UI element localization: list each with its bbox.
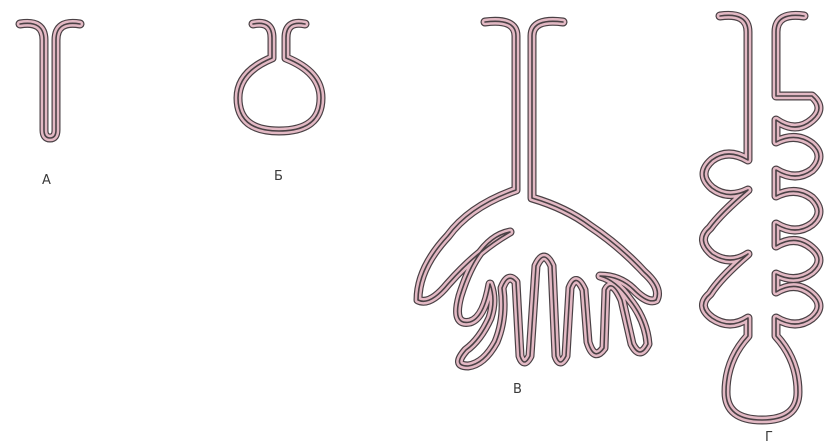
label-a: А — [42, 174, 51, 187]
label-g: Г — [765, 431, 773, 444]
gland-b — [238, 23, 321, 131]
gland-a-wall — [20, 23, 80, 138]
gland-v — [418, 21, 658, 366]
gland-g — [703, 15, 819, 420]
gland-a — [20, 23, 80, 138]
label-v: В — [513, 383, 522, 396]
label-b: Б — [274, 170, 283, 183]
gland-v-outline — [418, 21, 658, 366]
gland-g-wall — [703, 15, 819, 420]
gland-a-outline — [20, 23, 80, 138]
gland-b-outline — [238, 23, 321, 131]
gland-a-lumen — [20, 23, 80, 138]
